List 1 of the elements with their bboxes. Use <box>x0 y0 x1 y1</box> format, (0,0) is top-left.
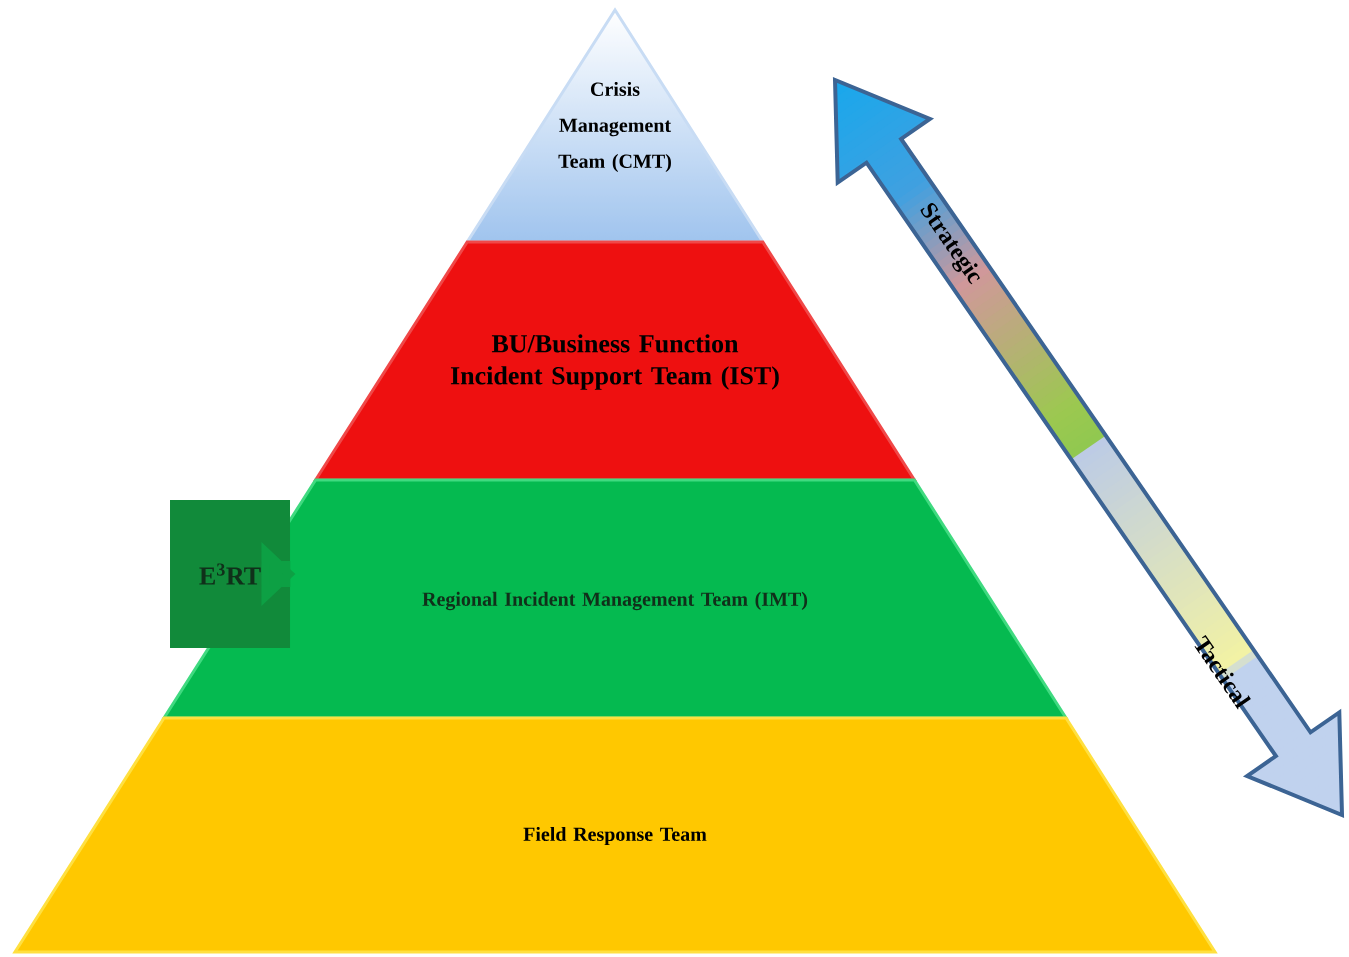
team-box: E$^{3}$RT <box>170 500 290 648</box>
